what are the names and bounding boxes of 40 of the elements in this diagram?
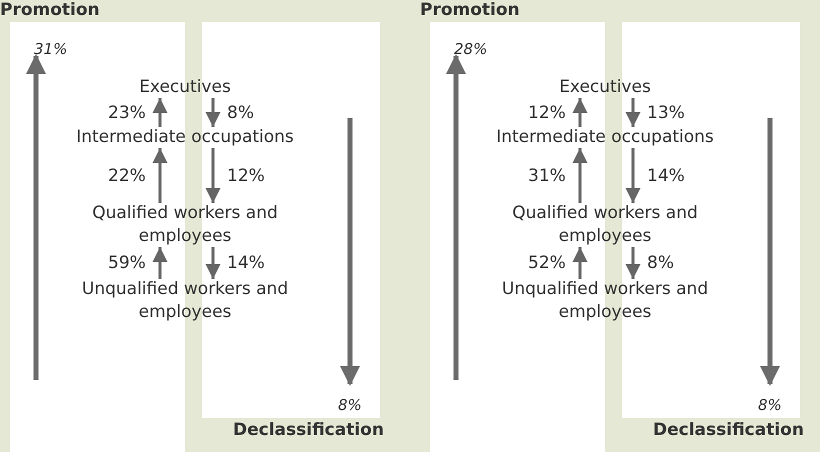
arrow — [572, 247, 588, 279]
edge-label: 12% — [227, 166, 265, 186]
heading: Declassification — [233, 420, 384, 440]
percentage-label: 8% — [758, 396, 782, 414]
heading: Declassification — [653, 420, 804, 440]
edge-label: 59% — [108, 253, 146, 273]
arrow — [206, 148, 220, 203]
edge-label: 22% — [108, 166, 146, 186]
arrow — [206, 98, 220, 127]
edge-label: 13% — [647, 102, 685, 122]
category-label: Unqualified workers and employees — [73, 278, 297, 324]
arrow — [572, 148, 588, 203]
edge-label: 14% — [647, 166, 685, 186]
heading: Promotion — [420, 0, 520, 20]
edge-label: 12% — [528, 102, 566, 122]
edge-label: 8% — [227, 102, 254, 122]
percentage-label: 28% — [454, 40, 488, 58]
arrow — [152, 98, 168, 127]
arrow — [152, 148, 168, 203]
edge-label: 14% — [227, 253, 265, 273]
arrow — [152, 247, 168, 279]
category-label: Intermediate occupations — [493, 126, 717, 149]
arrow — [572, 98, 588, 127]
edge-label: 52% — [528, 253, 566, 273]
edge-label: 31% — [528, 166, 566, 186]
category-label: Qualified workers and employees — [73, 202, 297, 248]
category-label: Executives — [73, 76, 297, 99]
category-label: Intermediate occupations — [73, 126, 297, 149]
arrow — [206, 247, 220, 279]
category-label: Executives — [493, 76, 717, 99]
percentage-label: 31% — [34, 40, 68, 58]
percentage-label: 8% — [338, 396, 362, 414]
category-label: Unqualified workers and employees — [493, 278, 717, 324]
category-label: Qualified workers and employees — [493, 202, 717, 248]
arrow — [626, 247, 640, 279]
edge-label: 23% — [108, 102, 146, 122]
edge-label: 8% — [647, 253, 674, 273]
heading: Promotion — [0, 0, 100, 20]
arrow — [626, 148, 640, 203]
arrow — [626, 98, 640, 127]
